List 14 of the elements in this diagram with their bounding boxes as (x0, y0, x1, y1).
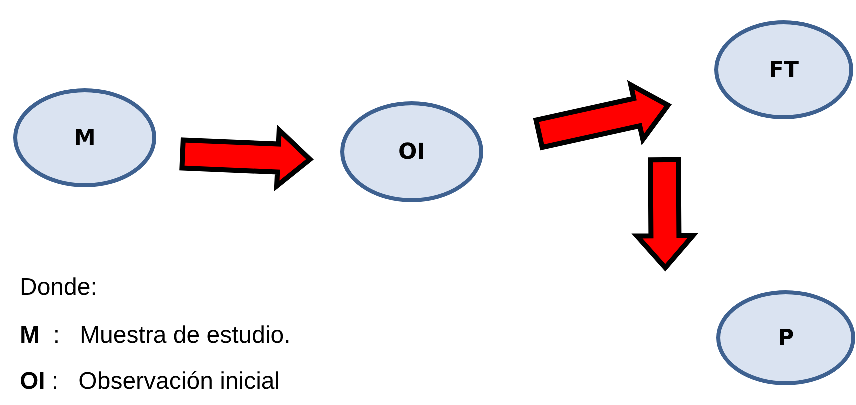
node-label: FT (768, 58, 800, 82)
block-arrow (180, 124, 314, 192)
ellipse-node (340, 101, 484, 203)
block-arrow (533, 80, 672, 151)
ellipse-node (714, 20, 854, 120)
block-arrow (632, 157, 699, 272)
node-label: M (74, 126, 96, 150)
node-label: OI (398, 140, 426, 164)
legend-text: Donde: (20, 274, 98, 302)
legend-text: M : Muestra de estudio. (20, 322, 291, 350)
legend-text: OI : Observación inicial (20, 368, 280, 396)
node-label: P (778, 326, 794, 350)
ellipse-node (716, 290, 856, 386)
ellipse-node (13, 88, 157, 188)
